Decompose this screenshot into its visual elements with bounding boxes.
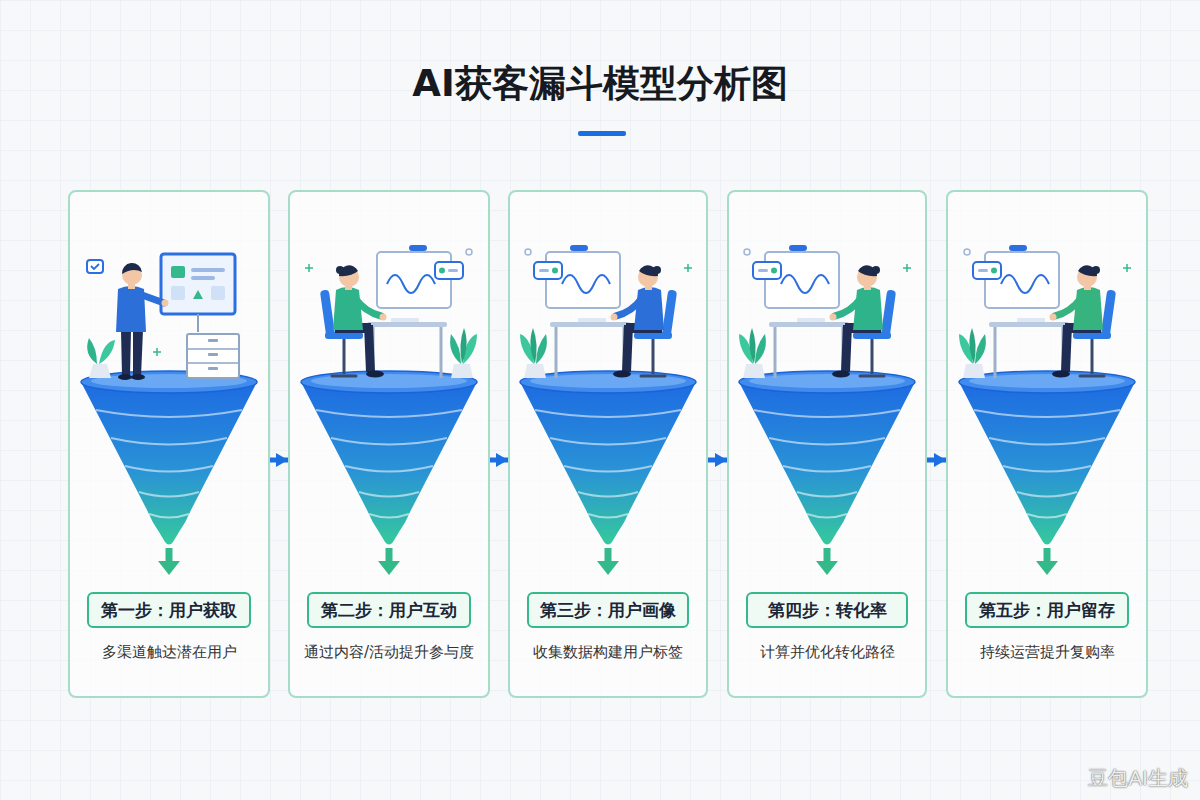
step-card: 收集数据构建用户标签第三步：用户画像	[508, 190, 708, 698]
step-title: 第一步：用户获取	[101, 600, 237, 620]
step-label-pill: 第五步：用户留存	[965, 592, 1129, 628]
step-description: 持续运营提升复购率	[954, 642, 1140, 662]
step-title: 第四步：转化率	[768, 600, 887, 620]
step-label-pill: 第二步：用户互动	[307, 592, 471, 628]
flow-arrow	[270, 458, 288, 463]
flow-arrow	[490, 458, 508, 463]
step-card: 持续运营提升复购率第五步：用户留存	[946, 190, 1148, 698]
watermark: 豆包AI生成	[1088, 765, 1188, 792]
step-title: 第二步：用户互动	[321, 600, 457, 620]
step-label-pill: 第一步：用户获取	[87, 592, 251, 628]
step-title: 第三步：用户画像	[540, 600, 676, 620]
step-title: 第五步：用户留存	[979, 600, 1115, 620]
diagram-title: AI获客漏斗模型分析图	[0, 60, 1200, 108]
flow-arrow	[927, 458, 946, 463]
step-description: 收集数据构建用户标签	[516, 642, 700, 662]
step-label-pill: 第四步：转化率	[746, 592, 908, 628]
step-description: 计算并优化转化路径	[735, 642, 919, 662]
title-underline	[578, 131, 626, 136]
step-label-pill: 第三步：用户画像	[527, 592, 689, 628]
step-card: 计算并优化转化路径第四步：转化率	[727, 190, 927, 698]
step-description: 通过内容/活动提升参与度	[296, 642, 482, 662]
step-card: 通过内容/活动提升参与度第二步：用户互动	[288, 190, 490, 698]
step-card: 多渠道触达潜在用户第一步：用户获取	[68, 190, 270, 698]
flow-arrow	[708, 458, 727, 463]
step-description: 多渠道触达潜在用户	[76, 642, 262, 662]
